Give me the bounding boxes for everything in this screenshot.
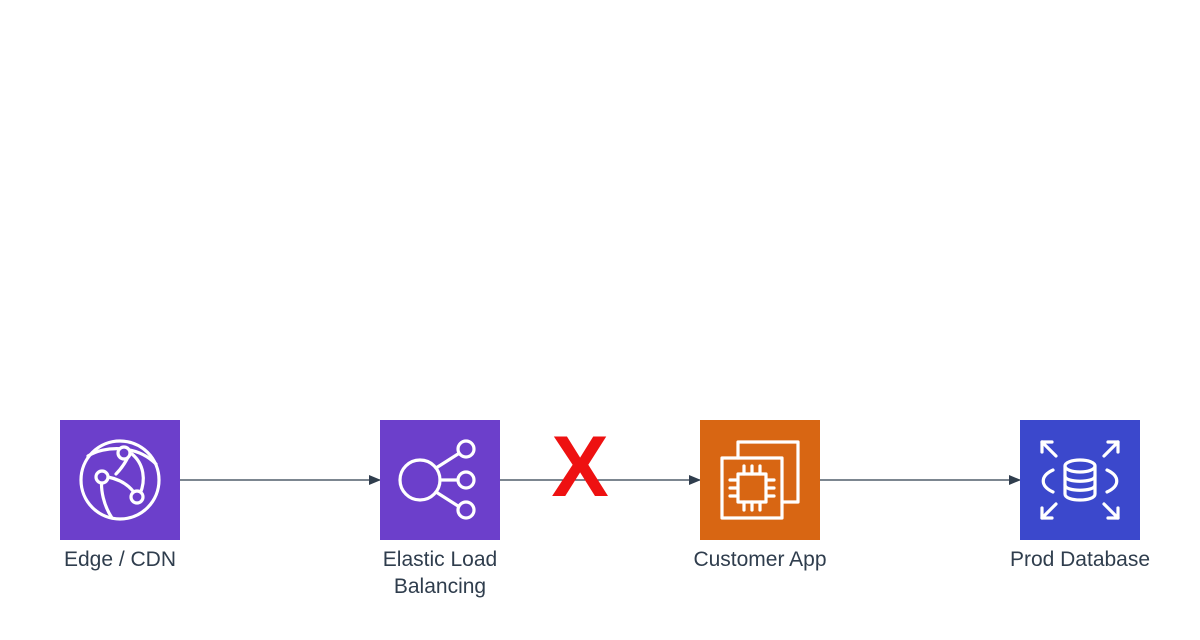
rds-database-icon	[1020, 420, 1140, 540]
node-label-prod-database: Prod Database	[1009, 548, 1151, 571]
node-label-customer-app: Customer App	[693, 548, 827, 571]
node-label-elastic-load-balancing: Elastic Load Balancing	[382, 548, 498, 598]
node-edge-cdn[interactable]	[60, 420, 180, 540]
node-elastic-load-balancing[interactable]	[380, 420, 500, 540]
broken-connection-x-icon: X	[551, 419, 609, 515]
node-prod-database[interactable]	[1020, 420, 1140, 540]
node-customer-app[interactable]	[700, 420, 820, 540]
cdn-globe-icon	[60, 420, 180, 540]
ec2-instances-icon	[700, 420, 820, 540]
load-balancer-icon	[380, 420, 500, 540]
node-label-edge-cdn: Edge / CDN	[63, 548, 177, 571]
